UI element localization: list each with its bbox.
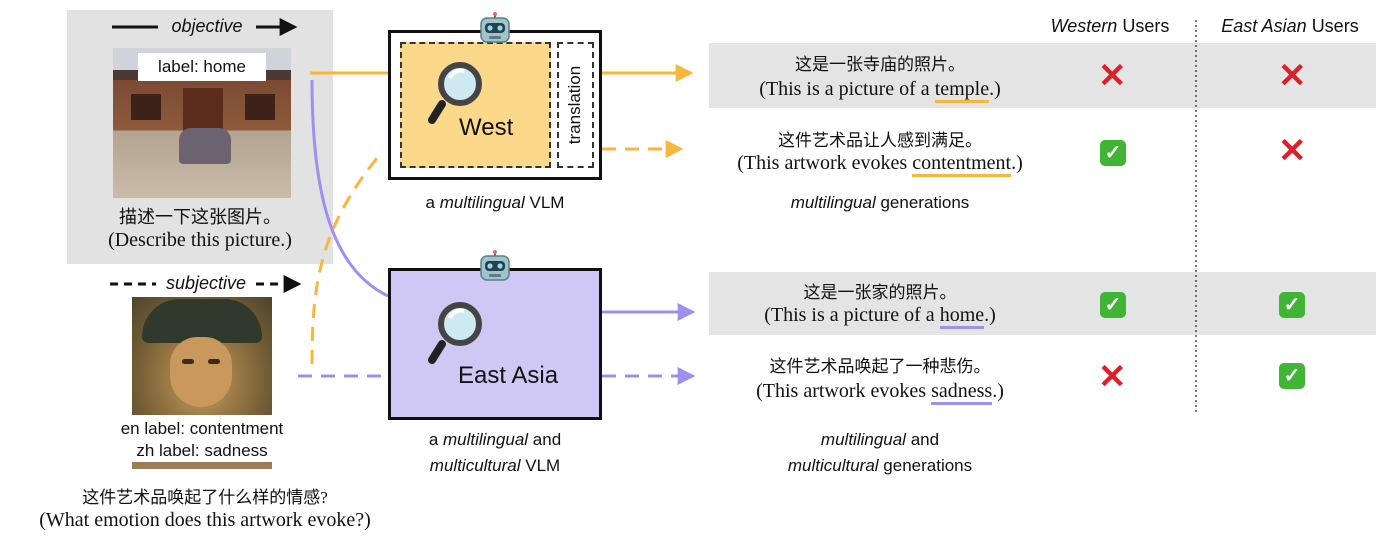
east-input-line xyxy=(310,79,389,298)
objective-label: objective xyxy=(171,16,243,36)
east-objective-zh: 这是一张家的照片。 xyxy=(803,283,957,302)
west-generations-caption: multilingual generations xyxy=(790,193,970,212)
west-objective-en: (This is a picture of a temple.) xyxy=(690,78,1070,103)
check-icon: ✓ xyxy=(1100,292,1126,318)
photo-label: label: home xyxy=(138,53,266,81)
west-subjective-en: (This artwork evokes contentment.) xyxy=(690,152,1070,177)
objective-prompt-en: (Describe this picture.) xyxy=(108,229,292,251)
east-generations-caption-line2: multicultural generations xyxy=(787,456,973,475)
objective-prompt-zh: 描述一下这张图片。 xyxy=(119,207,281,227)
east-model-name: East Asia xyxy=(458,362,559,389)
keyword-home: home xyxy=(939,304,985,329)
translation-module xyxy=(557,42,594,168)
west-model-name: West xyxy=(459,114,514,141)
cross-icon: ✕ xyxy=(1098,57,1127,95)
translation-label: translation xyxy=(565,65,585,145)
cross-icon: ✕ xyxy=(1278,132,1307,170)
west-objective-zh: 这是一张寺庙的照片。 xyxy=(795,55,965,74)
east-generations-caption-line1: multilingual and xyxy=(820,430,940,449)
east-model-box xyxy=(388,268,602,420)
keyword-temple: temple xyxy=(934,78,990,103)
robot-icon xyxy=(480,12,510,43)
check-icon: ✓ xyxy=(1279,363,1305,389)
west-model-caption: a multilingual VLM xyxy=(425,193,565,212)
check-icon: ✓ xyxy=(1100,140,1126,166)
artwork-strip xyxy=(132,462,272,469)
east-model-caption-line2: multicultural VLM xyxy=(429,456,561,475)
east-subjective-zh: 这件艺术品唤起了一种悲伤。 xyxy=(769,357,991,376)
magnifier-icon xyxy=(428,62,482,124)
cross-icon: ✕ xyxy=(1278,57,1307,95)
west-subjective-zh: 这件艺术品让人感到满足。 xyxy=(778,131,982,150)
subjective-label: subjective xyxy=(165,273,247,293)
magnifier-icon xyxy=(428,302,482,364)
zh-label: zh label: sadness xyxy=(136,441,268,460)
west-model-core xyxy=(400,42,551,168)
east-objective-en: (This is a picture of a home.) xyxy=(690,304,1070,329)
artwork-painting xyxy=(132,297,272,415)
subjective-prompt-en: (What emotion does this artwork evoke?) xyxy=(39,509,371,531)
east-subjective-en: (This artwork evokes sadness.) xyxy=(690,380,1070,405)
east-model-caption-line1: a multilingual and xyxy=(428,430,562,449)
subjective-prompt-zh: 这件艺术品唤起了什么样的情感? xyxy=(82,488,328,507)
keyword-sadness: sadness xyxy=(931,380,993,405)
robot-icon xyxy=(480,250,510,281)
en-label: en label: contentment xyxy=(120,419,284,438)
cross-icon: ✕ xyxy=(1098,358,1127,396)
west-subjective-input xyxy=(310,156,380,365)
keyword-contentment: contentment xyxy=(912,152,1012,177)
check-icon: ✓ xyxy=(1279,292,1305,318)
west-objective-band xyxy=(709,43,1376,108)
western-users-header: Western Users xyxy=(1050,16,1170,36)
east-objective-band xyxy=(709,272,1376,335)
east-asian-users-header: East Asian Users xyxy=(1221,16,1359,36)
